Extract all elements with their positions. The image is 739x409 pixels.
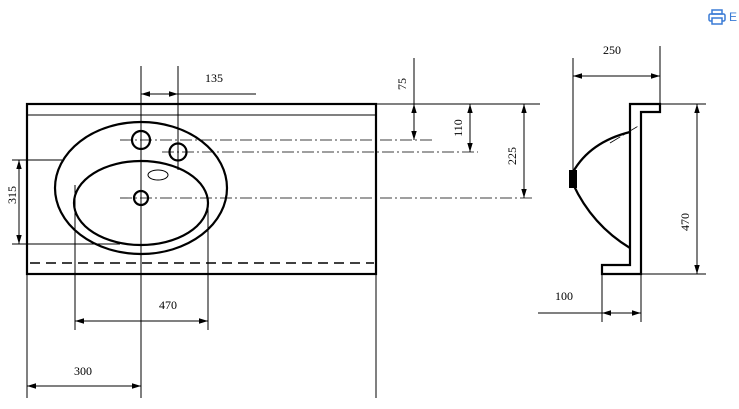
- dim-100-label: 100: [555, 289, 573, 303]
- side-dimensions: 250 470 100: [538, 43, 706, 322]
- dim-300-label: 300: [74, 364, 92, 378]
- front-dimensions: 135 75 110 225 315 470 300: [5, 58, 540, 398]
- print-button[interactable]: E: [708, 8, 739, 26]
- dim-225-label: 225: [505, 147, 519, 165]
- dim-75-label: 75: [395, 78, 409, 90]
- printer-icon: [708, 9, 726, 25]
- dim-110-label: 110: [451, 119, 465, 137]
- dim-470h-label: 470: [678, 213, 692, 231]
- side-view: [569, 102, 662, 276]
- countertop-outline: [25, 102, 378, 276]
- overflow-hole: [147, 169, 169, 181]
- side-overflow-bracket: [569, 170, 577, 188]
- side-profile-outline: [600, 102, 662, 276]
- dim-315-label: 315: [5, 186, 19, 204]
- dim-250-label: 250: [603, 43, 621, 57]
- side-bowl-profile: [571, 130, 631, 249]
- dim-135-label: 135: [205, 71, 223, 85]
- side-axis-line: [609, 124, 641, 144]
- print-label: E: [729, 10, 738, 24]
- dim-470w-label: 470: [159, 298, 177, 312]
